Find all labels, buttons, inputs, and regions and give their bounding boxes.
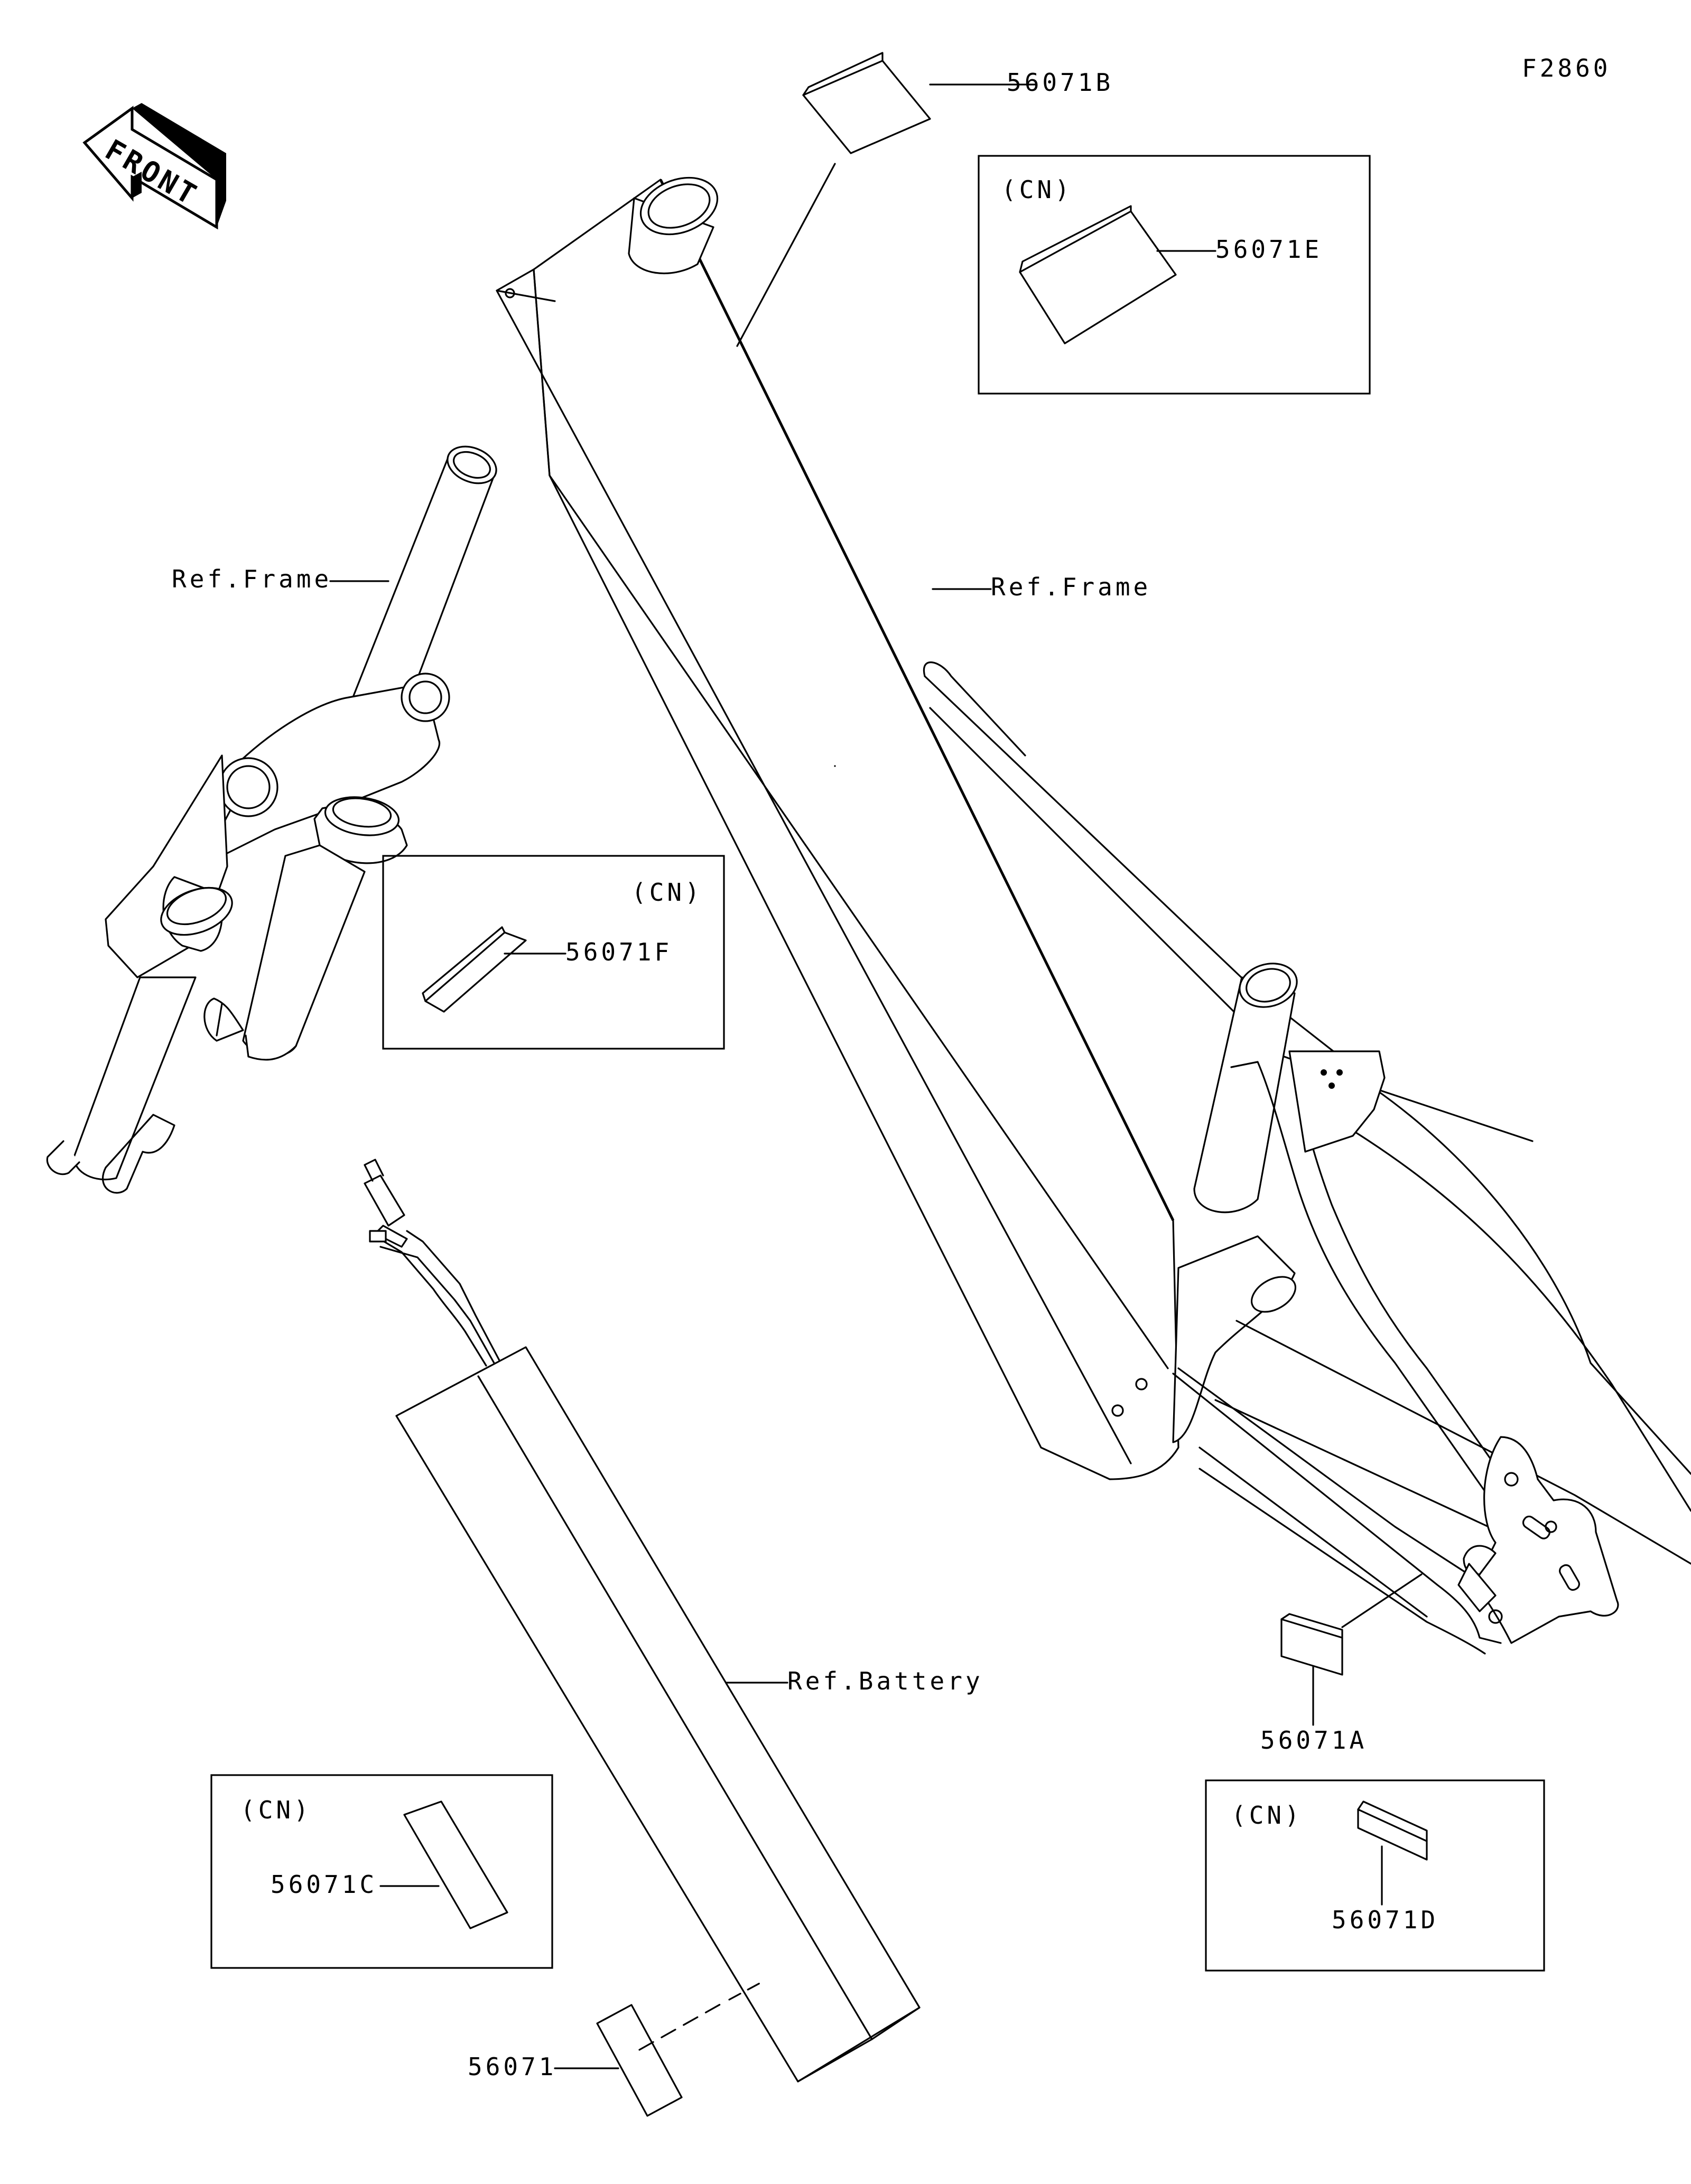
variant-label-f: (CN): [631, 878, 703, 907]
ref-frame-right: Ref.Frame: [991, 573, 1151, 601]
ref-battery: Ref.Battery: [787, 1667, 983, 1695]
part-56071E: 56071E: [1215, 235, 1322, 264]
decal-56071B: [736, 52, 1037, 767]
decal-56071D: [1357, 1800, 1428, 1906]
figure-code: F2860: [1522, 54, 1611, 82]
decal-56071: [554, 1980, 765, 2117]
decal-56071A: [1280, 1573, 1423, 1726]
variant-label-c: (CN): [240, 1796, 312, 1824]
variant-box-e: [978, 155, 1371, 395]
variant-box-f: [382, 855, 725, 1050]
part-56071A: 56071A: [1260, 1726, 1367, 1754]
ref-frame-left: Ref.Frame: [172, 565, 332, 593]
decal-56071F: [422, 926, 566, 1013]
variant-box-c: [210, 1774, 553, 1969]
front-fork: [46, 445, 497, 1194]
decal-56071C: [379, 1800, 508, 1929]
front-arrow-icon: FRONT: [82, 103, 226, 230]
variant-box-d: [1205, 1779, 1545, 1972]
part-56071: 56071: [468, 2052, 556, 2081]
decal-56071E: [1019, 205, 1216, 344]
battery: [364, 1159, 921, 2083]
part-56071B: 56071B: [1007, 68, 1113, 97]
variant-label-d: (CN): [1231, 1801, 1303, 1830]
part-56071D: 56071D: [1332, 1906, 1438, 1934]
frame-down-tube: [496, 176, 1179, 1480]
part-56071C: 56071C: [271, 1870, 377, 1899]
part-56071F: 56071F: [565, 938, 672, 966]
variant-label-e: (CN): [1001, 175, 1073, 204]
frame-rear-section: [924, 675, 1691, 1655]
